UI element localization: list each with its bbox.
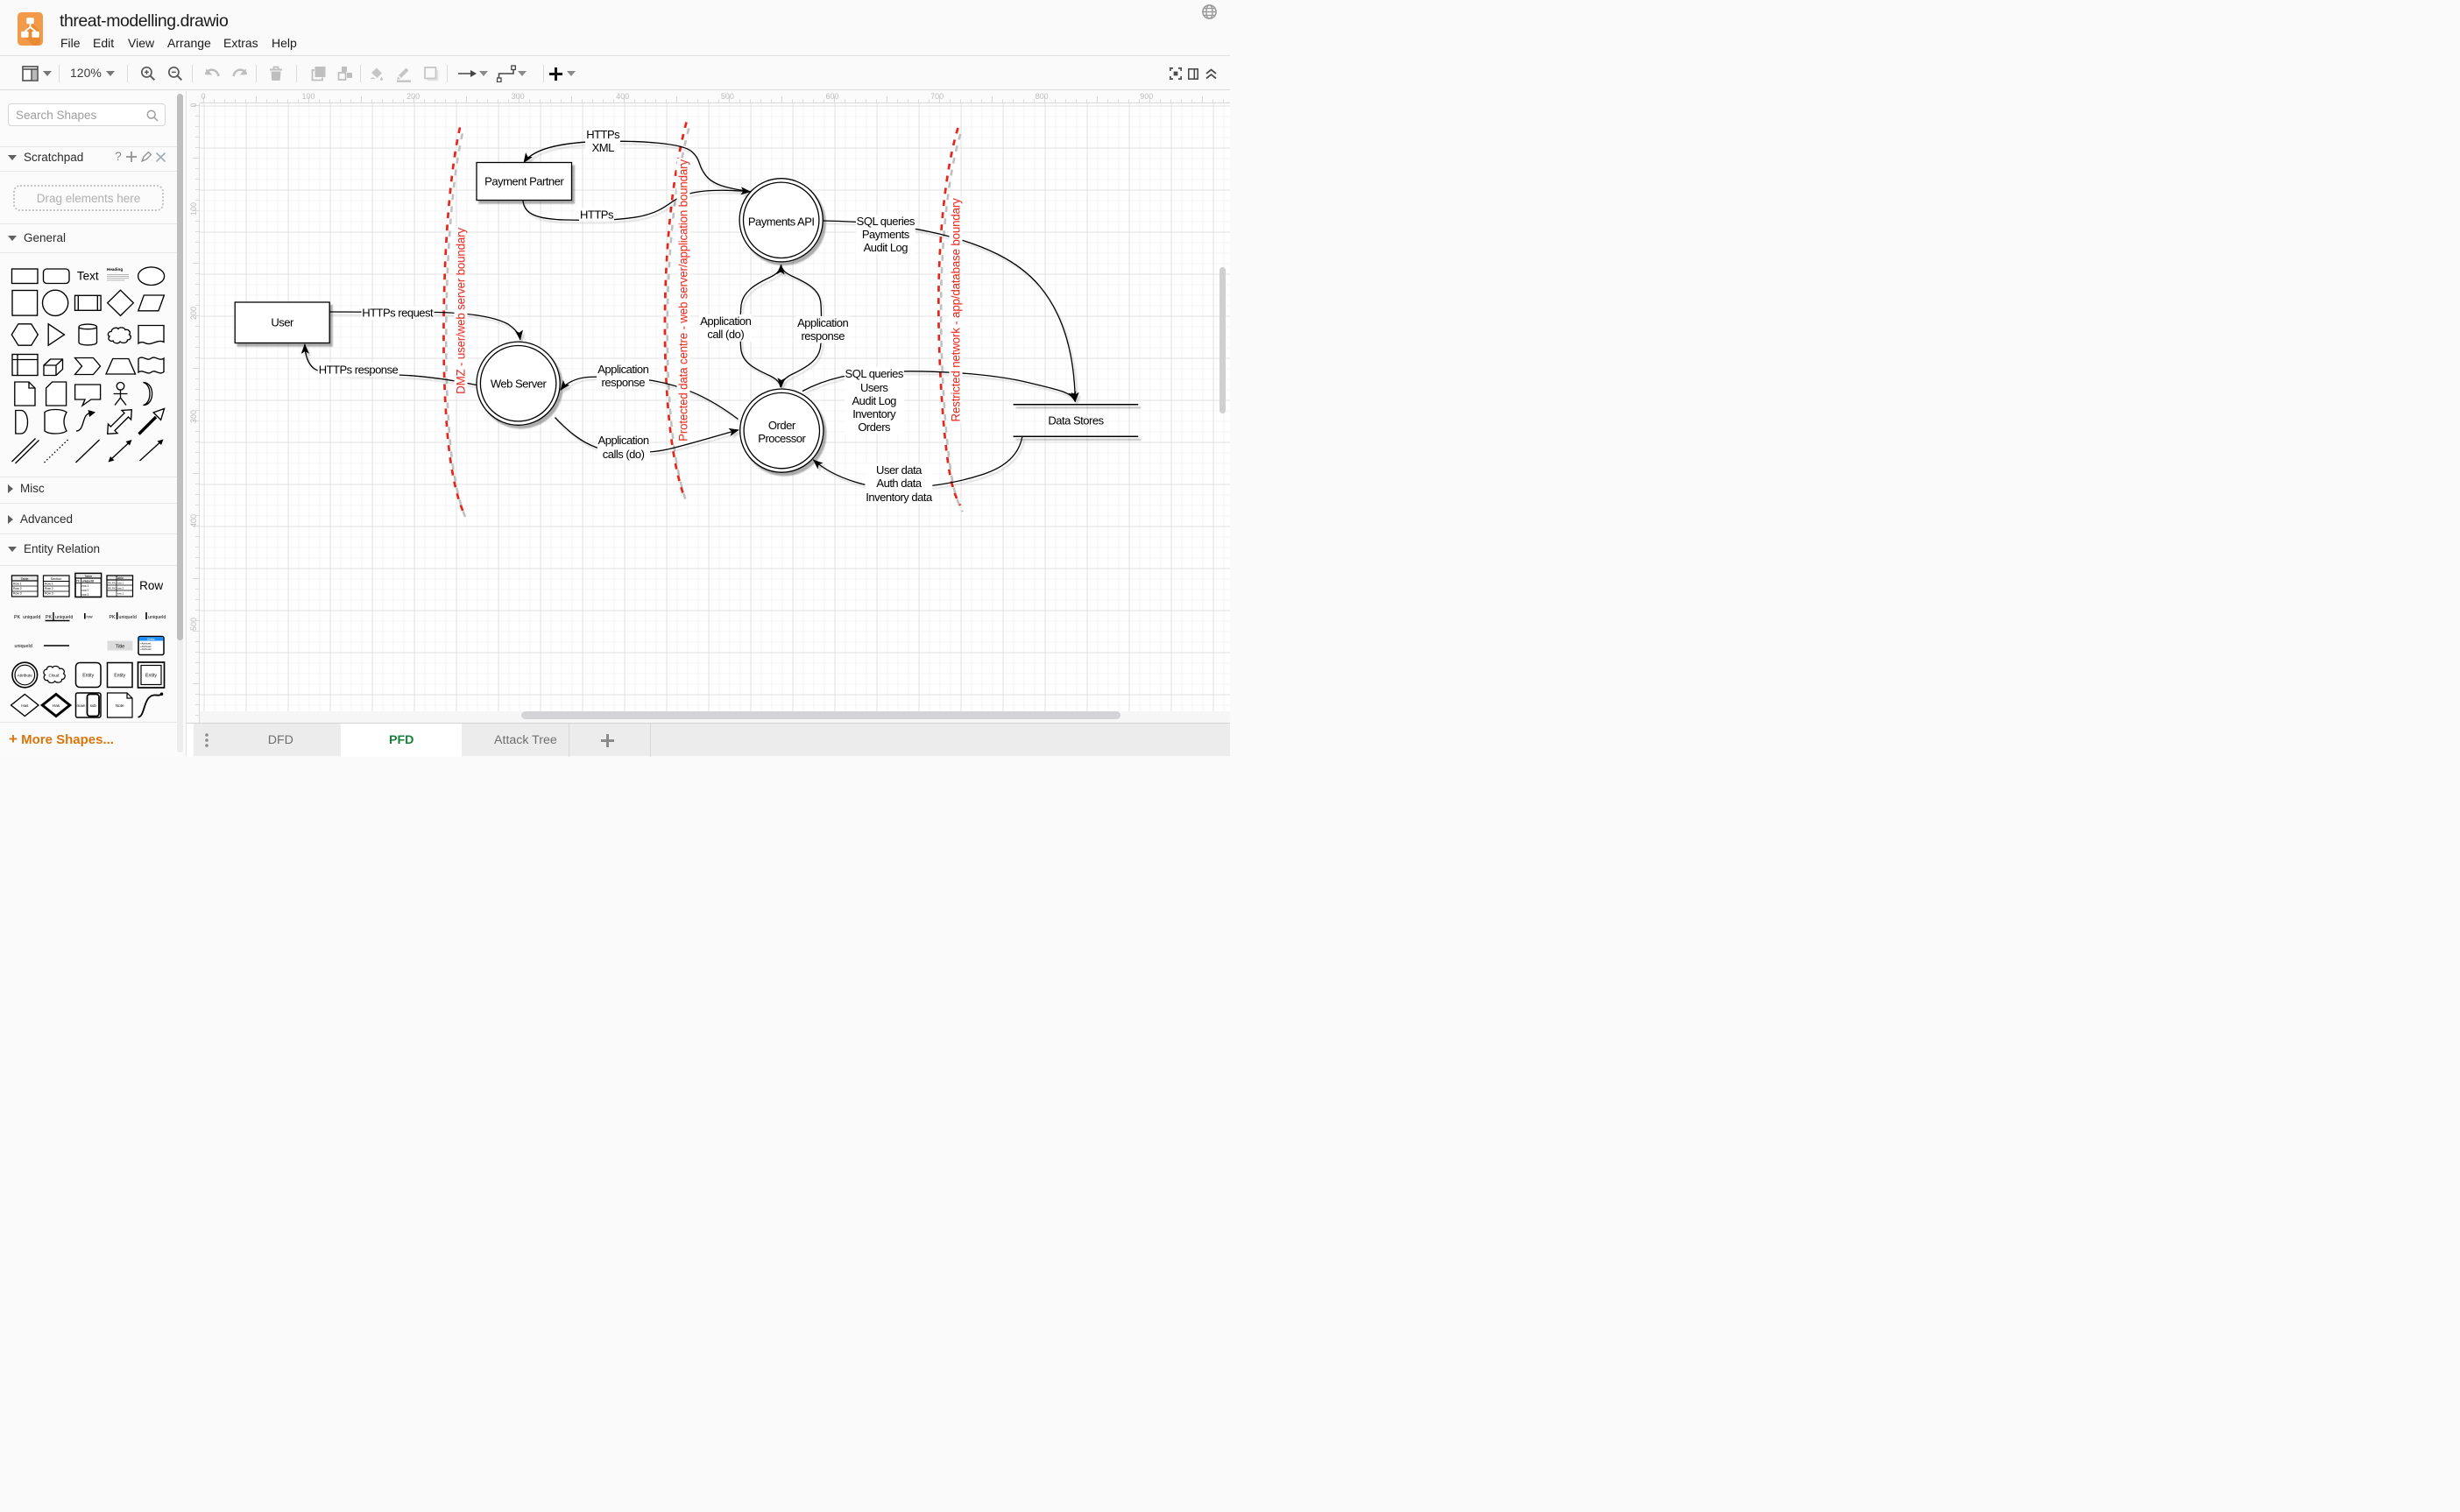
svg-text:Row 2: Row 2 xyxy=(13,587,22,590)
svg-text:Has: Has xyxy=(53,703,60,708)
svg-text:Section: Section xyxy=(51,577,62,581)
svg-text:Attribute: Attribute xyxy=(18,674,33,678)
svg-text:row 1: row 1 xyxy=(117,592,124,596)
svg-text:Row 3: Row 3 xyxy=(13,592,22,596)
svg-text:row 2: row 2 xyxy=(82,589,89,592)
svg-text:row 2: row 2 xyxy=(117,587,124,590)
svg-text:Entity: Entity xyxy=(147,638,155,641)
svg-text:Table: Table xyxy=(84,575,92,578)
svg-text:row 3: row 3 xyxy=(82,593,89,597)
svg-text:Table: Table xyxy=(20,577,28,581)
svg-text:Note: Note xyxy=(116,703,124,708)
svg-text:Row 2: Row 2 xyxy=(45,587,53,590)
svg-text:+Attribute3: +Attribute3 xyxy=(140,647,152,651)
svg-text:Entity: Entity xyxy=(82,674,94,679)
svg-text:Entity: Entity xyxy=(114,674,125,679)
svg-text:uniqueId: uniqueId xyxy=(82,579,94,583)
svg-text:uniqueId: uniqueId xyxy=(148,615,166,620)
svg-text:PK: PK xyxy=(76,579,81,583)
svg-text:PK,FK1: PK,FK1 xyxy=(108,582,117,585)
svg-text:Title: Title xyxy=(116,645,125,650)
svg-text:Table: Table xyxy=(116,576,124,580)
svg-text:Row 3: Row 3 xyxy=(45,592,53,596)
svg-text:+Attribute1: +Attribute1 xyxy=(140,642,152,646)
svg-text:PK,FK2: PK,FK2 xyxy=(108,587,117,590)
svg-text:uniqueId: uniqueId xyxy=(15,644,32,649)
svg-text:Cloud: Cloud xyxy=(48,674,59,678)
svg-text:row 1: row 1 xyxy=(82,584,89,588)
svg-text:PK: PK xyxy=(46,615,53,620)
svg-text:Text: Text xyxy=(77,270,99,283)
svg-text:Heading: Heading xyxy=(107,267,123,272)
svg-text:main: main xyxy=(77,703,86,708)
svg-text:Row: Row xyxy=(139,579,163,592)
svg-text:+Attribute2: +Attribute2 xyxy=(140,645,152,648)
svg-text:row 1: row 1 xyxy=(117,582,124,585)
svg-text:PK: PK xyxy=(110,615,117,620)
svg-text:Has: Has xyxy=(21,703,29,708)
svg-text:uniqueId: uniqueId xyxy=(119,615,137,620)
svg-text:uniqueId: uniqueId xyxy=(23,615,40,620)
svg-text:row: row xyxy=(87,615,94,619)
svg-text:Row 1: Row 1 xyxy=(13,583,22,586)
svg-text:Row 1: Row 1 xyxy=(45,583,53,586)
svg-text:PK: PK xyxy=(14,615,21,620)
svg-text:sub: sub xyxy=(90,703,97,708)
svg-text:uniqueId: uniqueId xyxy=(55,615,73,620)
svg-text:Entity: Entity xyxy=(145,674,157,679)
